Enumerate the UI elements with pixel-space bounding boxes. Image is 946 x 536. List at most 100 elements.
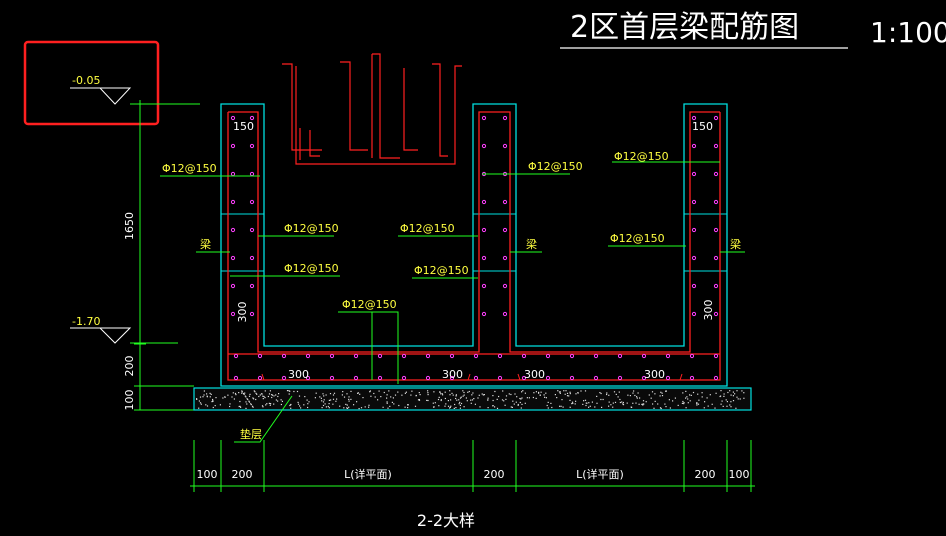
cushion-dot [633, 390, 635, 392]
cushion-dot [612, 402, 614, 404]
cushion-layer [193, 387, 752, 411]
cushion-dot [661, 392, 663, 394]
cushion-dot [660, 407, 662, 410]
rebar-dot [257, 375, 263, 381]
cushion-dot [268, 402, 270, 404]
cushion-dot [212, 406, 214, 409]
cushion-dot [588, 406, 590, 408]
rebar-label-7: Φ12@150 [528, 160, 583, 173]
rebar-label-6: Φ12@150 [414, 264, 469, 277]
cushion-dot [245, 401, 247, 403]
cushion-dot [278, 393, 280, 395]
cushion-dot [245, 407, 247, 409]
cushion-dot [665, 390, 667, 392]
elevation-bottom-label: -1.70 [72, 315, 100, 328]
cushion-dot [378, 390, 380, 392]
cushion-dot [427, 399, 429, 402]
cushion-dot [471, 399, 474, 401]
rebar-dot [481, 227, 487, 233]
cushion-dot [498, 395, 500, 398]
cushion-dot [626, 402, 628, 404]
rebar-dot [377, 375, 383, 381]
cushion-dot [612, 406, 614, 408]
cushion-dot [543, 394, 545, 396]
bottom-dim-labels: 100 200 L(详平面) 200 L(详平面) 200 100 [197, 467, 750, 481]
cushion-dot [526, 397, 528, 399]
cushion-dot [632, 402, 634, 404]
cushion-dot [254, 391, 256, 393]
rebar-dot [502, 143, 508, 149]
cushion-dot [533, 392, 535, 394]
rebar-dot [713, 199, 719, 205]
rebar-dot [569, 375, 575, 381]
cushion-dot [290, 403, 292, 406]
cushion-dot [242, 392, 245, 395]
cushion-dot [391, 401, 393, 403]
cushion-dot [463, 406, 465, 408]
cushion-dot [682, 392, 684, 394]
cushion-dot [239, 405, 241, 407]
cushion-dot [515, 401, 517, 403]
cushion-dot [559, 391, 561, 393]
cushion-dot [414, 405, 417, 407]
cushion-dot [405, 391, 407, 393]
cushion-dot [341, 394, 343, 396]
cushion-dot [263, 395, 265, 398]
cushion-dot [566, 395, 569, 397]
cushion-dot [455, 397, 457, 400]
cushion-dot [390, 396, 392, 398]
cushion-dot [369, 390, 371, 392]
cushion-dot [704, 401, 706, 403]
cushion-dot [574, 403, 576, 405]
cushion-dot [544, 396, 546, 398]
cushion-dot [472, 392, 474, 394]
rebar-dot [545, 375, 551, 381]
cushion-dot [427, 392, 429, 394]
cushion-dot [250, 404, 252, 406]
cushion-dot [370, 395, 372, 397]
cushion-dot [634, 394, 636, 397]
cushion-dot [332, 403, 334, 405]
cushion-dot [206, 396, 208, 398]
cushion-dot [433, 406, 435, 408]
cushion-dot [505, 395, 508, 397]
cushion-dot [434, 402, 436, 404]
slab-dim-4: 300 [644, 368, 665, 381]
rebar-dot [502, 255, 508, 261]
cushion-dot [447, 400, 449, 402]
cushion-dot [386, 401, 388, 403]
cushion-dot [632, 392, 634, 394]
drawing-title: 2区首层梁配筋图 [570, 10, 799, 45]
rebar-dot [502, 115, 508, 121]
cushion-dot [703, 407, 705, 409]
cushion-dot [299, 405, 301, 407]
rebar-dot [230, 227, 236, 233]
cushion-dot [478, 394, 480, 396]
cushion-dot [682, 400, 684, 403]
cushion-dot [479, 406, 481, 408]
cushion-dot [335, 400, 337, 402]
cushion-dot [492, 405, 494, 407]
cushion-dot [687, 398, 689, 400]
cushion-dot [323, 395, 325, 397]
cushion-dot [732, 395, 734, 397]
rebar-dot [305, 375, 311, 381]
cushion-dot [336, 398, 338, 400]
cushion-dot [454, 403, 456, 406]
cushion-dot [357, 392, 359, 394]
vertical-dimension [134, 100, 194, 411]
cushion-dot [401, 394, 403, 396]
cushion-dot [668, 399, 670, 401]
cushion-dot [538, 391, 540, 393]
cushion-dot [206, 393, 208, 395]
cushion-dot [608, 401, 610, 403]
cushion-dot [271, 396, 273, 399]
cushion-dot [683, 402, 685, 404]
cushion-dot [253, 390, 255, 392]
cushion-dot [377, 399, 379, 401]
cushion-dot [453, 407, 455, 409]
cushion-dot [271, 394, 273, 396]
cushion-dot [441, 393, 443, 395]
cushion-dot [550, 402, 552, 404]
cushion-dot [374, 396, 376, 398]
